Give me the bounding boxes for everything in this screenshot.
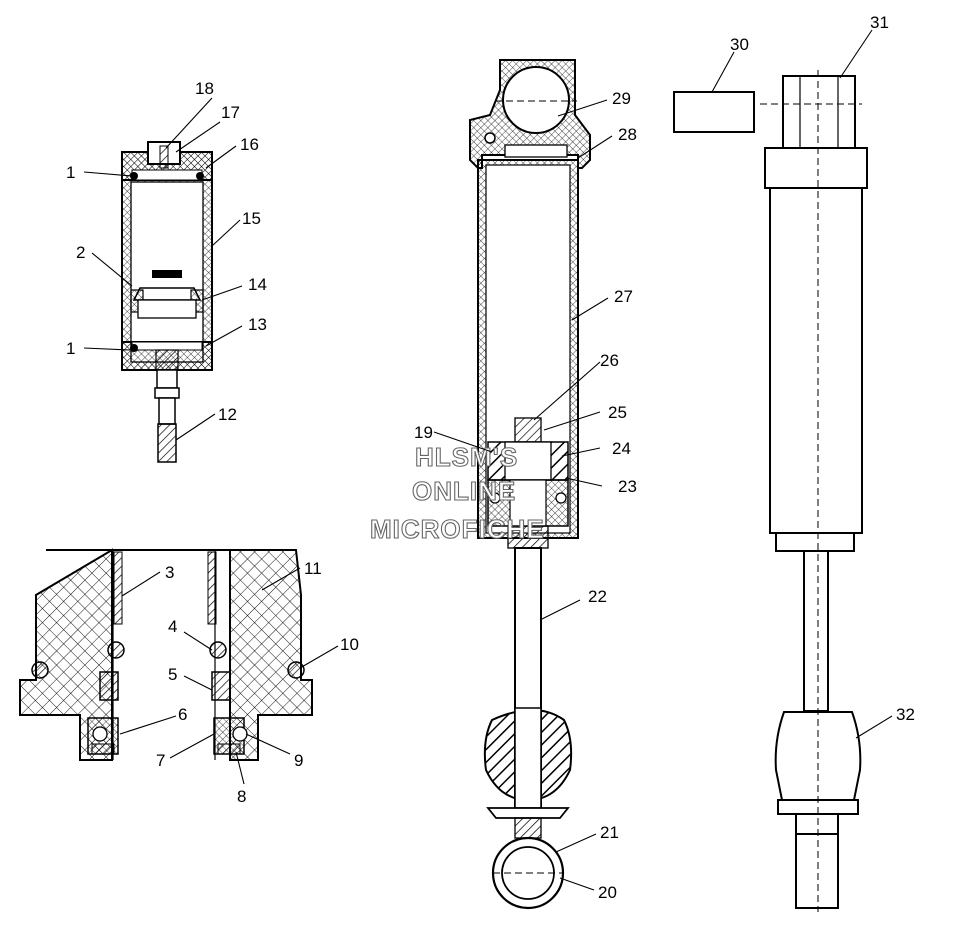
callout-30: 30 <box>730 35 749 54</box>
callout-2: 2 <box>76 243 85 262</box>
callout-14: 14 <box>248 275 267 294</box>
callout-31: 31 <box>870 13 889 32</box>
callout-19: 19 <box>414 423 433 442</box>
bushing-30 <box>673 91 755 133</box>
callout-26: 26 <box>600 351 619 370</box>
svg-text:ONLINE: ONLINE <box>412 476 516 506</box>
callout-3: 3 <box>165 563 174 582</box>
callout-18: 18 <box>195 79 214 98</box>
callout-12: 12 <box>218 405 237 424</box>
watermark: HLSM'S ONLINE MICROFICHE <box>369 441 545 544</box>
callout-17: 17 <box>221 103 240 122</box>
callout-25: 25 <box>608 403 627 422</box>
callout-10: 10 <box>340 635 359 654</box>
callout-9: 9 <box>294 751 303 770</box>
callout-1-top: 1 <box>66 163 75 182</box>
callout-labels: 18 17 16 1 15 2 14 13 1 12 3 11 4 10 5 6… <box>66 13 915 902</box>
callout-7: 7 <box>156 751 165 770</box>
callout-22: 22 <box>588 587 607 606</box>
callout-23: 23 <box>618 477 637 496</box>
svg-text:MICROFICHE: MICROFICHE <box>370 514 545 544</box>
callout-32: 32 <box>896 705 915 724</box>
callout-11: 11 <box>304 559 322 578</box>
reservoir-assembly <box>121 141 213 463</box>
seal-head-detail <box>19 548 313 761</box>
callout-29: 29 <box>612 89 631 108</box>
callout-5: 5 <box>168 665 177 684</box>
callout-24: 24 <box>612 439 631 458</box>
callout-21: 21 <box>600 823 619 842</box>
callout-16: 16 <box>240 135 259 154</box>
assembled-shock-view <box>760 70 868 912</box>
callout-28: 28 <box>618 125 637 144</box>
callout-6: 6 <box>178 705 187 724</box>
callout-4: 4 <box>168 617 177 636</box>
callout-15: 15 <box>242 209 261 228</box>
svg-text:HLSM'S: HLSM'S <box>415 442 518 472</box>
leader-lines <box>83 29 893 891</box>
callout-8: 8 <box>237 787 246 806</box>
callout-1-bottom: 1 <box>66 339 75 358</box>
callout-13: 13 <box>248 315 267 334</box>
callout-20: 20 <box>598 883 617 902</box>
shock-body-cross-section <box>469 59 591 910</box>
callout-27: 27 <box>614 287 633 306</box>
